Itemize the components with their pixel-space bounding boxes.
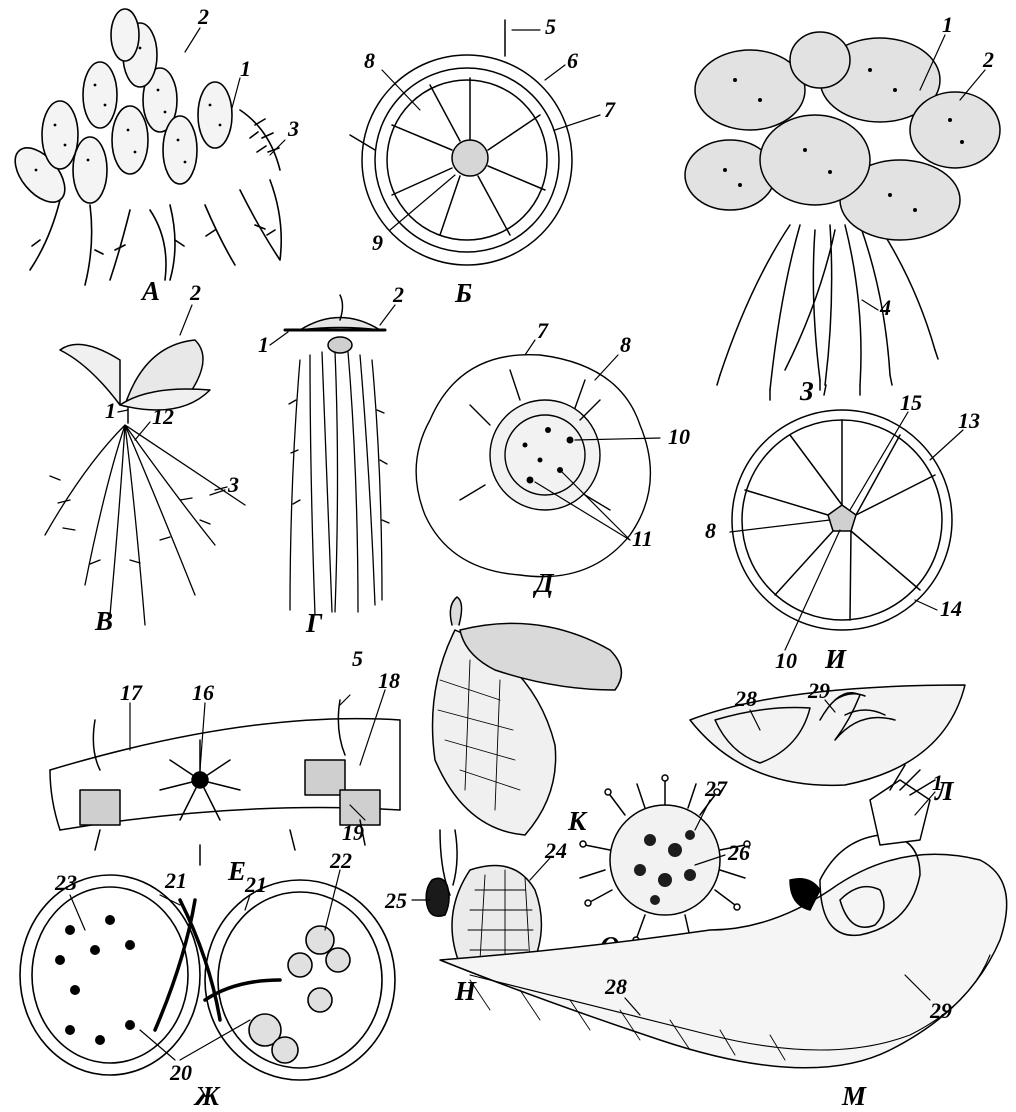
- callout-i-14: 14: [940, 596, 962, 621]
- panel-label-zh: Ж: [193, 1081, 221, 1111]
- callout-e-19: 19: [342, 820, 364, 845]
- callout-v-1: 1: [105, 398, 116, 423]
- panel-i-drawing: [732, 410, 952, 630]
- panel-b-drawing: [350, 20, 572, 265]
- panel-label-v: В: [94, 606, 113, 636]
- panel-k-drawing: [433, 597, 622, 835]
- panel-zh-drawing: [20, 875, 395, 1080]
- callout-o-27: 27: [704, 776, 728, 801]
- callout-e-5: 5: [352, 646, 363, 671]
- callout-v-12: 12: [152, 404, 174, 429]
- callout-e-18: 18: [378, 668, 400, 693]
- panel-label-e: Е: [227, 856, 246, 886]
- callout-i-13: 13: [958, 408, 980, 433]
- panel-label-g: Г: [305, 608, 323, 638]
- panel-d-drawing: [416, 355, 650, 577]
- callout-l-28: 28: [734, 686, 757, 711]
- callout-g-1: 1: [258, 332, 269, 357]
- callout-i-10: 10: [775, 648, 797, 673]
- panel-label-m: М: [841, 1081, 867, 1111]
- panel-label-n: Н: [454, 976, 477, 1006]
- callout-b-6: 6: [567, 48, 578, 73]
- callout-m-28: 28: [604, 974, 627, 999]
- panel-label-b: Б: [454, 278, 472, 308]
- panel-v-drawing: [45, 340, 245, 625]
- callout-a-2: 2: [197, 4, 209, 29]
- callout-v-3: 3: [227, 472, 239, 497]
- callout-l-29: 29: [807, 678, 830, 703]
- callout-zh-23: 23: [54, 870, 77, 895]
- callout-a-3: 3: [287, 116, 299, 141]
- callout-d-8: 8: [620, 332, 631, 357]
- callout-v-2: 2: [189, 280, 201, 305]
- callout-z-4: 4: [879, 295, 891, 320]
- callout-n-25: 25: [384, 888, 407, 913]
- callout-n-24: 24: [544, 838, 567, 863]
- panel-label-i: И: [824, 644, 847, 674]
- panel-g-drawing: [285, 295, 389, 615]
- panel-a-leader-lines: [185, 28, 285, 155]
- callout-m-1: 1: [932, 770, 943, 795]
- panel-label-d: Д: [532, 568, 555, 598]
- callout-z-2: 2: [982, 47, 994, 72]
- callout-z-1: 1: [942, 12, 953, 37]
- panel-label-z: З: [799, 376, 814, 406]
- panel-label-a: А: [140, 276, 160, 306]
- callout-o-26: 26: [727, 840, 750, 865]
- callout-zh-22: 22: [329, 848, 352, 873]
- callout-d-10: 10: [668, 424, 690, 449]
- callout-b-9: 9: [372, 230, 383, 255]
- callout-e-16: 16: [192, 680, 214, 705]
- panel-z-drawing: [685, 32, 1000, 400]
- callout-e-17: 17: [120, 680, 143, 705]
- callout-i-8: 8: [705, 518, 716, 543]
- panel-a-drawing: [6, 9, 282, 285]
- callout-b-5: 5: [545, 14, 556, 39]
- panel-label-k: К: [567, 806, 588, 836]
- callout-zh-21b: 21: [244, 872, 267, 897]
- callout-i-15: 15: [900, 390, 922, 415]
- callout-b-8: 8: [364, 48, 375, 73]
- callout-d-7: 7: [537, 318, 549, 343]
- callout-zh-20: 20: [169, 1060, 192, 1085]
- callout-a-1: 1: [240, 56, 251, 81]
- callout-d-11: 11: [632, 526, 653, 551]
- callout-b-7: 7: [604, 97, 616, 122]
- callout-g-2: 2: [392, 282, 404, 307]
- callout-m-29: 29: [929, 998, 952, 1023]
- callout-zh-21: 21: [164, 868, 187, 893]
